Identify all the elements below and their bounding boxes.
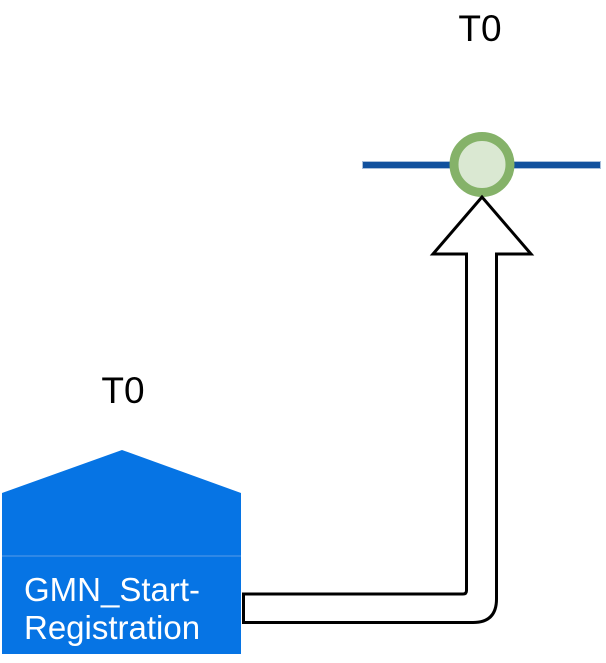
task-name-line2: Registration xyxy=(24,609,201,646)
event-node-circle[interactable] xyxy=(449,132,515,197)
flow-arrow[interactable] xyxy=(242,194,535,624)
event-t0-label: T0 xyxy=(458,8,502,49)
task-t0-label: T0 xyxy=(101,370,145,411)
task-name: GMN_Start- Registration xyxy=(24,571,200,647)
task-name-line1: GMN_Start- xyxy=(24,571,201,608)
task-shape[interactable] xyxy=(2,450,241,654)
